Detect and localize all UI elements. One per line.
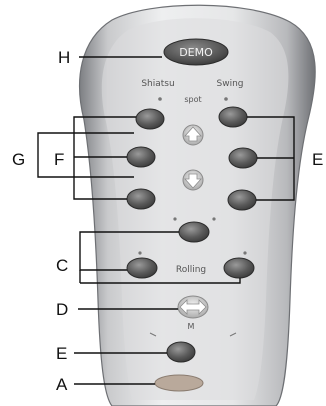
shiatsu-upper-button[interactable] <box>135 108 165 130</box>
up-arrow-icon <box>184 126 202 142</box>
callout-a: A <box>56 375 68 394</box>
rolling-label: Rolling <box>176 265 206 275</box>
leader-line-c <box>79 231 179 271</box>
down-arrow-icon <box>184 173 202 189</box>
shiatsu-lower-button[interactable] <box>126 188 156 210</box>
swing-middle-button[interactable] <box>228 147 258 169</box>
swing-upper-button[interactable] <box>218 106 248 128</box>
callout-g: G <box>12 150 25 169</box>
callout-h: H <box>58 48 70 67</box>
indicator-dot <box>173 217 177 221</box>
indicator-dot <box>224 97 228 101</box>
power-button[interactable] <box>154 374 204 392</box>
shiatsu-label: Shiatsu <box>141 79 174 89</box>
plus-mark <box>229 332 237 337</box>
heat-button[interactable] <box>166 341 196 363</box>
callout-e-right: E <box>312 150 323 169</box>
spot-label: spot <box>184 95 201 104</box>
callout-e-left: E <box>56 344 67 363</box>
rolling-right-button[interactable] <box>223 257 255 279</box>
indicator-dot <box>212 217 216 221</box>
leader-line-c-right <box>80 278 241 284</box>
callout-f: F <box>54 150 64 169</box>
callout-c: C <box>56 256 68 275</box>
mode-button[interactable] <box>177 295 209 319</box>
minus-mark <box>149 332 157 337</box>
indicator-dot <box>138 251 142 255</box>
demo-button-label: DEMO <box>179 46 213 59</box>
indicator-dot <box>158 97 162 101</box>
rolling-top-button[interactable] <box>178 221 210 243</box>
left-right-arrow-icon <box>179 299 207 315</box>
mode-label: M <box>188 322 195 331</box>
shiatsu-middle-button[interactable] <box>126 146 156 168</box>
spot-up-button[interactable] <box>182 124 204 146</box>
swing-lower-button[interactable] <box>227 189 257 211</box>
swing-label: Swing <box>217 79 244 89</box>
rolling-left-button[interactable] <box>126 257 158 279</box>
remote-face <box>101 18 289 401</box>
leader-line-g <box>37 132 134 178</box>
leader-line-f <box>73 116 136 200</box>
spot-down-button[interactable] <box>182 169 204 191</box>
callout-d: D <box>56 300 68 319</box>
indicator-dot <box>243 251 247 255</box>
demo-button[interactable] <box>163 38 229 66</box>
